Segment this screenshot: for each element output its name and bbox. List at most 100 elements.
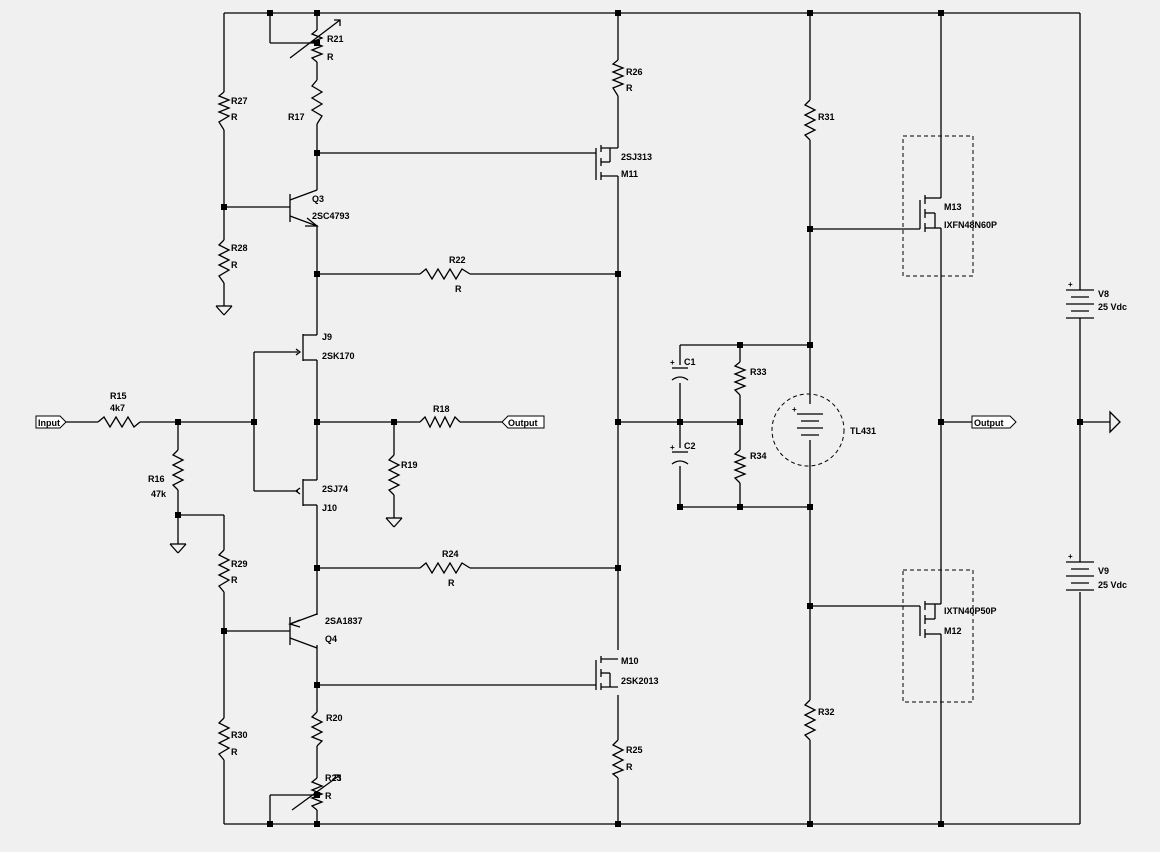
resistor-r28: R28 R (215, 239, 248, 316)
m10-value: 2SK2013 (621, 676, 659, 686)
resistor-r29: R29 R (217, 549, 248, 593)
resistor-r20: R20 (310, 711, 343, 747)
m13-label: M13 (944, 202, 962, 212)
resistor-r17: R17 (288, 79, 324, 125)
r24-value: R (448, 578, 455, 588)
resistor-r18: R18 (419, 404, 461, 429)
v9-value: 25 Vdc (1098, 580, 1127, 590)
tl431-regulator: + TL431 (771, 393, 876, 467)
resistor-r24: R24 R (419, 549, 471, 588)
r33-label: R33 (750, 367, 767, 377)
r16-value: 47k (151, 489, 167, 499)
j10-label: J10 (322, 503, 337, 513)
r27-value: R (231, 112, 238, 122)
ground-symbol (1109, 410, 1121, 434)
r25-value: R (626, 762, 633, 772)
jfet-j9: J9 2SK170 (295, 332, 355, 361)
j9-label: J9 (322, 332, 332, 342)
resistor-r30: R30 R (217, 717, 248, 761)
m12-label: M12 (944, 626, 962, 636)
r26-value: R (626, 83, 633, 93)
r29-value: R (231, 575, 238, 585)
r24-label: R24 (442, 549, 459, 559)
tl431-label: TL431 (850, 426, 876, 436)
v8-label: V8 (1098, 289, 1109, 299)
r31-label: R31 (818, 112, 835, 122)
r22-value: R (455, 284, 462, 294)
r28-value: R (231, 260, 238, 270)
resistor-r34: R34 (733, 449, 767, 484)
r20-label: R20 (326, 713, 343, 723)
resistor-r26: R26 R (611, 59, 643, 97)
svg-text:+: + (1068, 280, 1073, 289)
r30-label: R30 (231, 730, 248, 740)
q3-value: 2SC4793 (312, 211, 350, 221)
m11-value: 2SJ313 (621, 152, 652, 162)
r21-value: R (327, 52, 334, 62)
input-port: Input (35, 415, 67, 429)
v8-value: 25 Vdc (1098, 302, 1127, 312)
q4-value: 2SA1837 (325, 616, 363, 626)
m13-value: IXFN48N60P (944, 220, 997, 230)
r34-label: R34 (750, 451, 767, 461)
r28-label: R28 (231, 243, 248, 253)
r27-label: R27 (231, 96, 248, 106)
wires (66, 12, 1110, 825)
mosfet-m12: IXTN40P50P M12 (902, 569, 997, 703)
r18-label: R18 (433, 404, 450, 414)
resistor-r25: R25 R (611, 739, 643, 779)
resistor-r32: R32 (803, 699, 835, 741)
r16-label: R16 (148, 474, 165, 484)
r26-label: R26 (626, 67, 643, 77)
resistor-r19: R19 (385, 454, 418, 528)
r15-value: 4k7 (110, 403, 125, 413)
r32-label: R32 (818, 707, 835, 717)
capacitor-c2: + C2 (670, 441, 696, 465)
q3-label: Q3 (312, 194, 324, 204)
svg-text:+: + (670, 358, 675, 367)
r22-label: R22 (449, 255, 466, 265)
r19-label: R19 (401, 460, 418, 470)
r30-value: R (231, 747, 238, 757)
mosfet-m11: 2SJ313 M11 (595, 140, 652, 185)
resistor-r23: R23 R (291, 773, 342, 811)
svg-text:+: + (792, 405, 797, 414)
resistor-r15: R15 4k7 (97, 391, 141, 429)
resistor-r16: R16 47k (148, 449, 187, 554)
capacitor-c1: + C1 (670, 357, 696, 381)
resistor-r21: R21 R (289, 19, 344, 63)
output-port-1: Output (501, 415, 545, 429)
svg-text:+: + (670, 443, 675, 452)
junctions (175, 10, 1083, 827)
output-port-2-label: Output (974, 418, 1004, 428)
svg-text:+: + (1068, 552, 1073, 561)
m10-label: M10 (621, 656, 639, 666)
r23-label: R23 (325, 773, 342, 783)
mosfet-m10: M10 2SK2013 (595, 656, 659, 690)
j10-value: 2SJ74 (322, 484, 348, 494)
supply-v8: + V8 25 Vdc (1066, 280, 1127, 319)
r23-value: R (325, 791, 332, 801)
resistor-r31: R31 (803, 99, 835, 141)
r21-label: R21 (327, 34, 344, 44)
transistor-q4: 2SA1837 Q4 (288, 613, 363, 649)
v9-label: V9 (1098, 566, 1109, 576)
j9-value: 2SK170 (322, 351, 355, 361)
m12-value: IXTN40P50P (944, 606, 997, 616)
c1-label: C1 (684, 357, 696, 367)
q4-label: Q4 (325, 634, 337, 644)
resistor-r22: R22 R (419, 255, 471, 294)
jfet-j10: 2SJ74 J10 (294, 479, 348, 513)
output-port-1-label: Output (508, 418, 538, 428)
r17-label: R17 (288, 112, 305, 122)
m11-label: M11 (621, 169, 638, 179)
r15-label: R15 (110, 391, 127, 401)
mosfet-m13: M13 IXFN48N60P (902, 135, 997, 277)
resistor-r33: R33 (733, 361, 767, 396)
input-port-label: Input (38, 418, 60, 428)
c2-label: C2 (684, 441, 696, 451)
resistor-r27: R27 R (217, 91, 248, 131)
supply-v9: + V9 25 Vdc (1066, 552, 1127, 591)
r29-label: R29 (231, 559, 248, 569)
